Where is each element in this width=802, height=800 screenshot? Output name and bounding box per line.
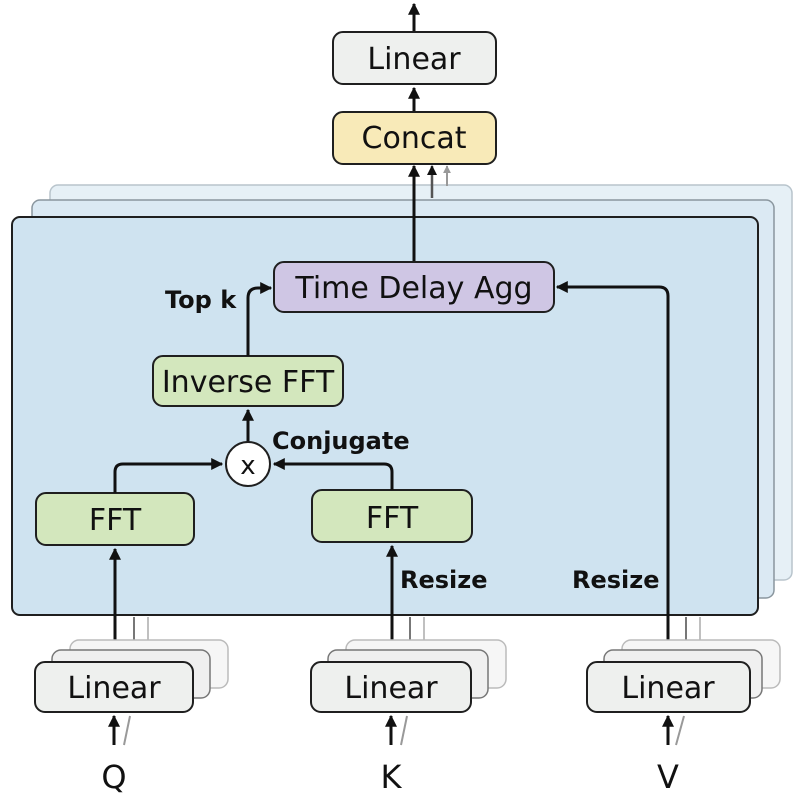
conjugate-label: Conjugate	[272, 427, 410, 455]
input-q-label: Q	[101, 758, 126, 796]
fft-k-label: FFT	[366, 501, 419, 536]
linear-k-box	[310, 661, 472, 713]
input-k-label: K	[381, 758, 403, 796]
top-k-label: Top k	[165, 286, 237, 314]
fft-q-label: FFT	[89, 503, 142, 538]
concat-label: Concat	[362, 121, 467, 156]
inverse-fft-label: Inverse FFT	[162, 365, 335, 400]
time-delay-agg-label: Time Delay Agg	[294, 271, 532, 306]
multiply-label: x	[240, 451, 255, 481]
concat-box	[332, 111, 497, 165]
fft-q-to-multiply-arrow	[113, 458, 224, 493]
linear-output-box	[332, 31, 497, 85]
topk-arrow	[246, 282, 273, 356]
linear-k-label: Linear	[344, 671, 438, 706]
linear-q-box	[34, 661, 194, 713]
multiply-node	[225, 441, 271, 487]
resize-k-label: Resize	[400, 566, 488, 594]
linear-q-label: Linear	[67, 671, 161, 706]
fft-k-to-multiply-arrow	[272, 458, 394, 490]
time-delay-agg-box	[273, 261, 555, 313]
v-to-agg-arrow	[555, 281, 670, 662]
input-v-label: V	[657, 758, 679, 796]
v-input-arrow-2	[675, 715, 685, 746]
q-input-arrow-2	[123, 715, 131, 746]
linear-v-box	[586, 661, 751, 713]
resize-v-label: Resize	[572, 566, 660, 594]
linear-v-label: Linear	[621, 671, 715, 706]
linear-output-label: Linear	[367, 42, 461, 77]
head-panel-main	[11, 216, 759, 616]
k-input-arrow-2	[400, 715, 408, 746]
